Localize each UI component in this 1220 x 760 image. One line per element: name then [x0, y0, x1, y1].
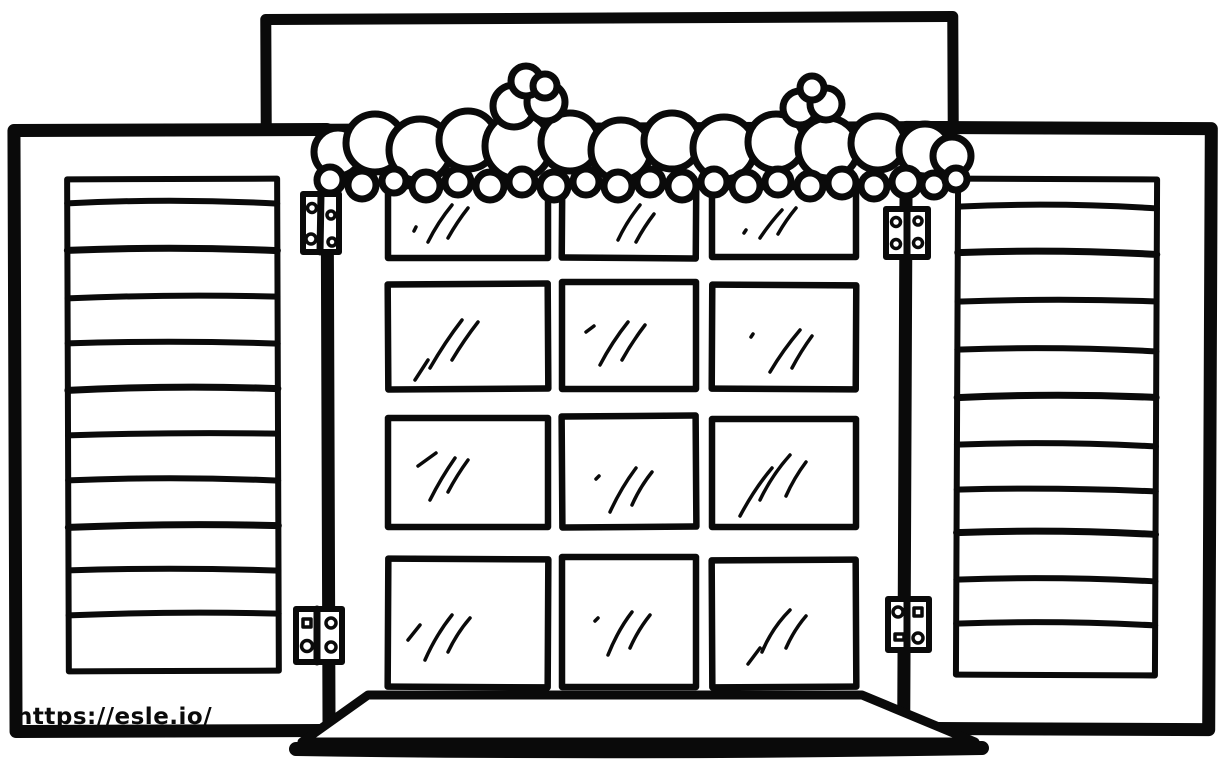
window-sill [289, 690, 989, 759]
hinge-bottom-right [885, 595, 932, 654]
window-pane-r4c2 [558, 553, 700, 691]
window-pane-r3c1 [384, 414, 552, 531]
hinge-top-left [300, 190, 342, 256]
window-pane-r4c3 [708, 556, 860, 691]
right-shutter [897, 120, 1218, 737]
window-pane-r2c1 [384, 280, 552, 393]
window-pane-r4c1 [384, 555, 552, 691]
right-shutter-slats [952, 175, 1161, 679]
foliage-garland [310, 62, 975, 204]
window-pane-r3c3 [708, 415, 860, 531]
window-pane-r2c2 [558, 278, 700, 393]
hinge-bottom-left [293, 605, 345, 666]
left-shutter [7, 122, 336, 739]
left-shutter-slats [63, 175, 282, 675]
window-pane-r2c3 [708, 281, 860, 393]
watermark-url: https://esle.io/ [16, 704, 213, 730]
window-pane-r3c2 [558, 412, 700, 531]
hinge-top-right [883, 205, 931, 261]
window-panes [384, 180, 860, 691]
